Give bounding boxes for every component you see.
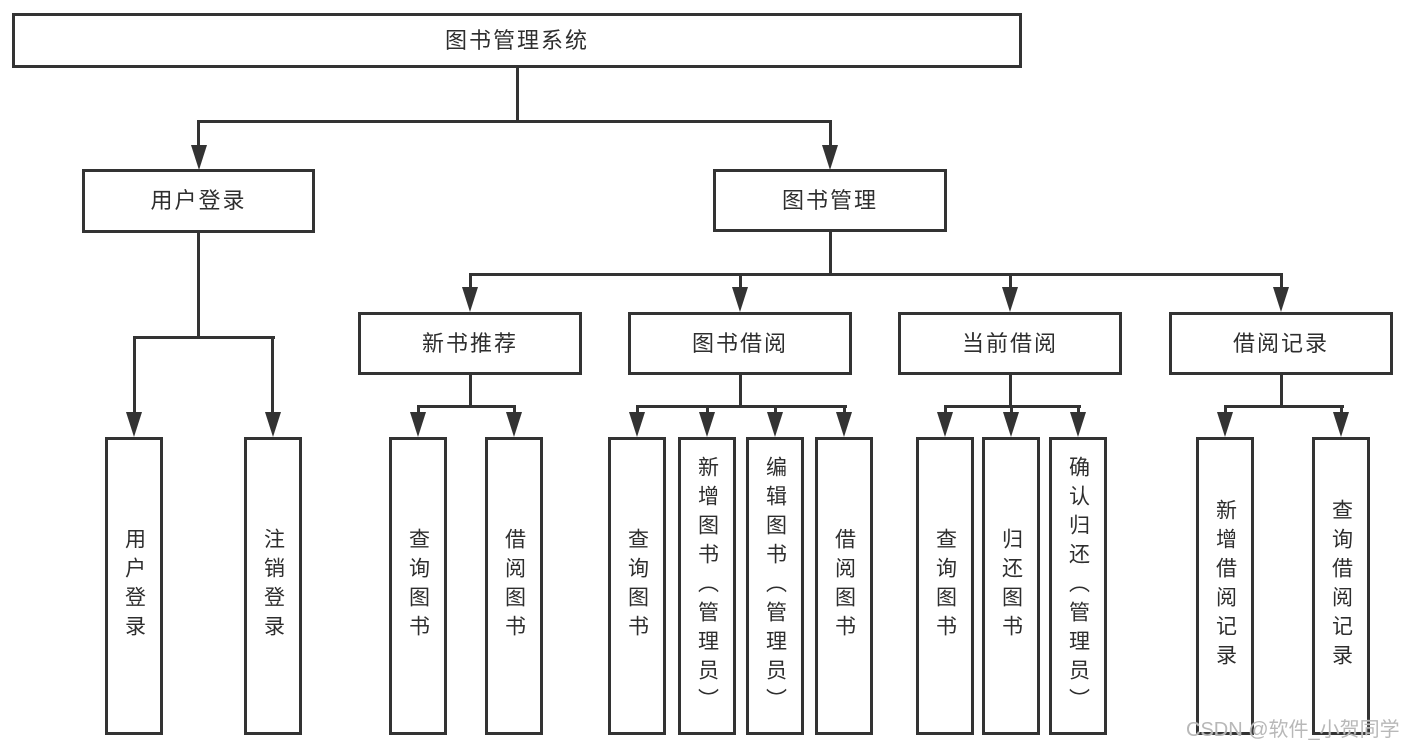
leaf-logout-label: 注销登录 bbox=[261, 528, 285, 644]
leaf-user-login-label: 用户登录 bbox=[122, 528, 146, 644]
node-book-borrowing: 图书借阅 bbox=[628, 312, 852, 375]
arrow-down-icon bbox=[1003, 412, 1019, 437]
node-new-book-recommendation: 新书推荐 bbox=[358, 312, 582, 375]
leaf-borrowing-query-books-label: 查询图书 bbox=[625, 528, 649, 644]
connector-line bbox=[943, 407, 947, 414]
leaf-confirm-return-admin: 确认归还（管理员） bbox=[1049, 437, 1107, 735]
connector-line bbox=[1279, 375, 1283, 408]
arrow-down-icon bbox=[1217, 412, 1233, 437]
connector-line bbox=[271, 338, 274, 414]
connector-line bbox=[635, 405, 847, 408]
arrow-down-icon bbox=[1333, 412, 1349, 437]
leaf-logout: 注销登录 bbox=[244, 437, 302, 735]
leaf-borrowing-query-books: 查询图书 bbox=[608, 437, 666, 735]
connector-line bbox=[1076, 407, 1080, 414]
connector-line bbox=[468, 375, 472, 408]
connector-line bbox=[635, 407, 639, 414]
node-book-management: 图书管理 bbox=[713, 169, 947, 232]
arrow-down-icon bbox=[699, 412, 715, 437]
leaf-newbooks-borrow-books: 借阅图书 bbox=[485, 437, 543, 735]
node-current-borrowing: 当前借阅 bbox=[898, 312, 1122, 375]
arrow-down-icon bbox=[1002, 287, 1018, 312]
node-book-management-label: 图书管理 bbox=[781, 187, 878, 213]
leaf-current-query-books: 查询图书 bbox=[916, 437, 974, 735]
connector-line bbox=[515, 68, 519, 123]
leaf-edit-book-admin-label: 编辑图书（管理员） bbox=[763, 455, 787, 717]
node-user-login-label: 用户登录 bbox=[150, 188, 247, 213]
connector-line bbox=[1008, 275, 1012, 289]
leaf-return-books-label: 归还图书 bbox=[999, 528, 1023, 644]
arrow-down-icon bbox=[264, 412, 281, 437]
arrow-down-icon bbox=[1273, 287, 1289, 312]
arrow-down-icon bbox=[410, 412, 426, 437]
connector-line bbox=[1223, 407, 1227, 414]
watermark: CSDN @软件_小贺同学 bbox=[1186, 719, 1400, 741]
leaf-borrowing-borrow-books-label: 借阅图书 bbox=[832, 528, 856, 644]
connector-line bbox=[512, 407, 516, 414]
arrow-down-icon bbox=[1070, 412, 1086, 437]
leaf-query-borrow-record: 查询借阅记录 bbox=[1312, 437, 1370, 735]
leaf-query-borrow-record-label: 查询借阅记录 bbox=[1329, 499, 1353, 673]
leaf-return-books: 归还图书 bbox=[982, 437, 1040, 735]
connector-line bbox=[828, 122, 832, 146]
arrow-down-icon bbox=[822, 145, 838, 170]
leaf-newbooks-query-books: 查询图书 bbox=[389, 437, 447, 735]
arrow-down-icon bbox=[506, 412, 522, 437]
leaf-edit-book-admin: 编辑图书（管理员） bbox=[746, 437, 804, 735]
arrow-down-icon bbox=[126, 412, 142, 437]
leaf-add-book-admin: 新增图书（管理员） bbox=[678, 437, 736, 735]
leaf-newbooks-query-books-label: 查询图书 bbox=[406, 528, 430, 644]
leaf-current-query-books-label: 查询图书 bbox=[933, 528, 957, 644]
connector-line bbox=[943, 405, 1081, 408]
arrow-down-icon bbox=[462, 287, 478, 312]
connector-line bbox=[416, 407, 420, 414]
arrow-down-icon bbox=[629, 412, 645, 437]
connector-line bbox=[132, 336, 275, 339]
arrow-down-icon bbox=[767, 412, 783, 437]
connector-line bbox=[132, 338, 136, 414]
connector-line bbox=[468, 273, 1283, 276]
leaf-newbooks-borrow-books-label: 借阅图书 bbox=[502, 528, 526, 644]
node-new-book-recommendation-label: 新书推荐 bbox=[421, 330, 518, 356]
connector-line bbox=[828, 232, 832, 276]
connector-line bbox=[197, 122, 200, 146]
leaf-add-borrow-record-label: 新增借阅记录 bbox=[1213, 499, 1237, 673]
arrow-down-icon bbox=[836, 412, 852, 437]
node-current-borrowing-label: 当前借阅 bbox=[961, 330, 1058, 356]
connector-line bbox=[1008, 375, 1012, 408]
connector-line bbox=[197, 120, 832, 123]
connector-line bbox=[1339, 407, 1343, 414]
node-user-login: 用户登录 bbox=[82, 169, 315, 233]
leaf-add-book-admin-label: 新增图书（管理员） bbox=[695, 455, 719, 717]
node-library-management-system-label: 图书管理系统 bbox=[444, 27, 589, 53]
connector-line bbox=[1279, 275, 1283, 289]
leaf-borrowing-borrow-books: 借阅图书 bbox=[815, 437, 873, 735]
connector-line bbox=[738, 275, 742, 289]
connector-line bbox=[842, 407, 846, 414]
node-library-management-system: 图书管理系统 bbox=[12, 13, 1022, 68]
connector-line bbox=[197, 233, 200, 339]
connector-line bbox=[705, 407, 709, 414]
leaf-confirm-return-admin-label: 确认归还（管理员） bbox=[1066, 455, 1090, 717]
node-book-borrowing-label: 图书借阅 bbox=[691, 330, 788, 356]
node-borrowing-records-label: 借阅记录 bbox=[1232, 330, 1329, 356]
arrow-down-icon bbox=[937, 412, 953, 437]
connector-line bbox=[738, 375, 742, 408]
arrow-down-icon bbox=[190, 145, 207, 170]
connector-line bbox=[468, 275, 472, 289]
connector-line bbox=[1223, 405, 1344, 408]
leaf-user-login: 用户登录 bbox=[105, 437, 163, 735]
connector-line bbox=[773, 407, 777, 414]
arrow-down-icon bbox=[732, 287, 748, 312]
connector-line bbox=[1009, 407, 1013, 414]
leaf-add-borrow-record: 新增借阅记录 bbox=[1196, 437, 1254, 735]
node-borrowing-records: 借阅记录 bbox=[1169, 312, 1393, 375]
connector-line bbox=[416, 405, 516, 408]
